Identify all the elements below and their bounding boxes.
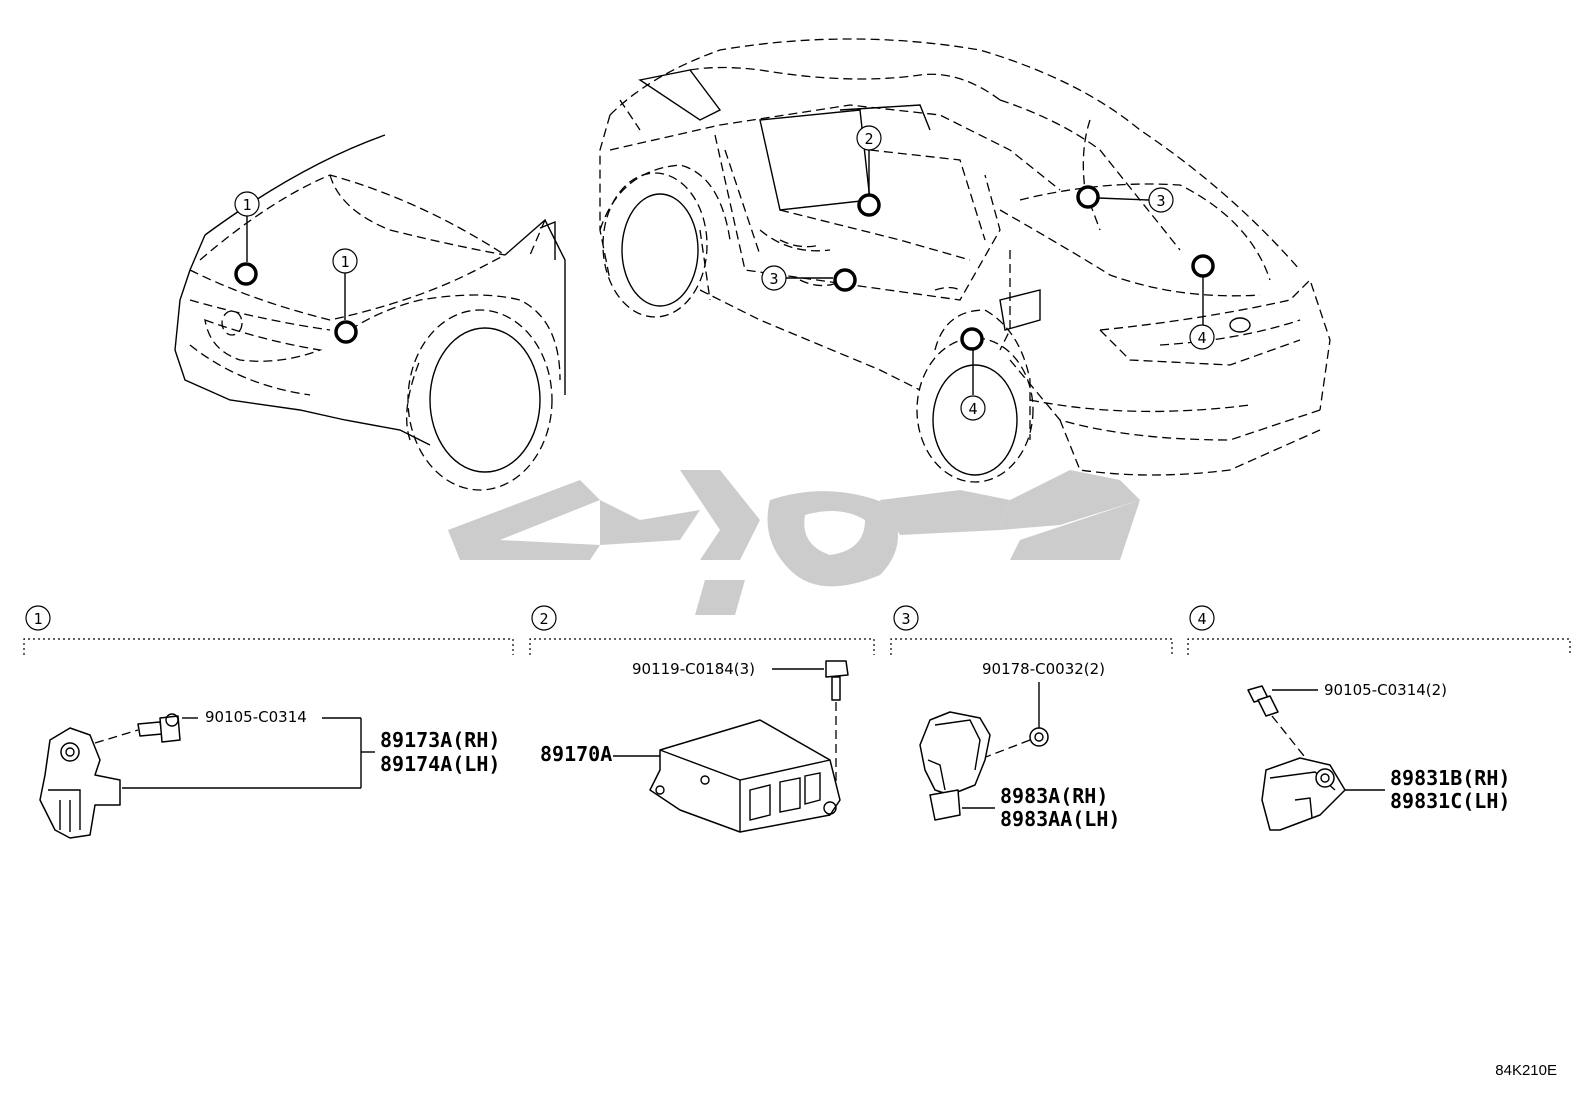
front-callouts: 1 1 [234, 191, 358, 344]
callout-1-hood [234, 191, 260, 217]
rear-airbag-sensor [1261, 757, 1346, 831]
bolt [137, 721, 163, 737]
callout-label: 1 [242, 196, 251, 214]
sensor-location-marker [334, 320, 358, 344]
callout-3-rear [1148, 187, 1174, 213]
part-number: 90105-C0314(2) [1324, 681, 1447, 699]
section-3-header: 3 [890, 605, 1173, 655]
watermark-logo [448, 470, 1140, 615]
section-number: 4 [1197, 610, 1206, 628]
callout-label: 2 [864, 130, 873, 148]
interior-callouts: 2 3 3 4 4 [761, 125, 1215, 421]
callout-4-front [960, 395, 986, 421]
sensor-location-marker [833, 268, 857, 292]
section-number: 2 [539, 610, 548, 628]
callout-4-rear [1189, 324, 1215, 350]
sensor-location-marker [960, 327, 984, 351]
section-1-header: 1 [23, 605, 514, 655]
callout-label: 3 [1156, 192, 1165, 210]
sensor-location-marker [1076, 185, 1100, 209]
sensor-location-marker [1191, 254, 1215, 278]
section-2-parts: 90119-C0184(3) 89170A [540, 660, 849, 833]
callout-label: 1 [340, 253, 349, 271]
section-2-header: 2 [529, 605, 875, 655]
part-number: 8983AA(LH) [1000, 807, 1120, 831]
section-number: 1 [33, 610, 42, 628]
airbag-ecu [649, 719, 841, 833]
section-3-parts: 90178-C0032(2) 8983A(RH) 8983AA(LH) [919, 660, 1120, 831]
part-number: 90178-C0032(2) [982, 660, 1105, 678]
callout-3-front [761, 265, 787, 291]
part-number: 89174A(LH) [380, 752, 500, 776]
callout-label: 3 [769, 270, 778, 288]
part-number: 89831B(RH) [1390, 766, 1510, 790]
section-4-header: 4 [1187, 605, 1571, 655]
bolt [825, 660, 849, 678]
callout-label: 4 [968, 400, 977, 418]
section-number: 3 [901, 610, 910, 628]
callout-label: 4 [1197, 329, 1206, 347]
sensor-location-marker [234, 262, 258, 286]
part-number: 90105-C0314 [205, 708, 307, 726]
part-number: 89831C(LH) [1390, 789, 1510, 813]
callout-2 [856, 125, 882, 151]
part-number: 89173A(RH) [380, 728, 500, 752]
part-number: 90119-C0184(3) [632, 660, 755, 678]
airbag-ecu-location-marker [857, 193, 881, 217]
section-4-parts: 90105-C0314(2) 89831B(RH) 89831C(LH) [1247, 681, 1510, 831]
side-airbag-sensor [919, 711, 991, 796]
part-number: 8983A(RH) [1000, 784, 1108, 808]
callout-1-bumper [332, 248, 358, 274]
front-car-view [174, 134, 566, 491]
nut [1029, 727, 1049, 747]
part-number: 89170A [540, 742, 612, 766]
diagram-code: 84K210E [1495, 1062, 1557, 1079]
section-1-parts: 90105-C0314 89173A(RH) 89174A(LH) [39, 708, 500, 839]
